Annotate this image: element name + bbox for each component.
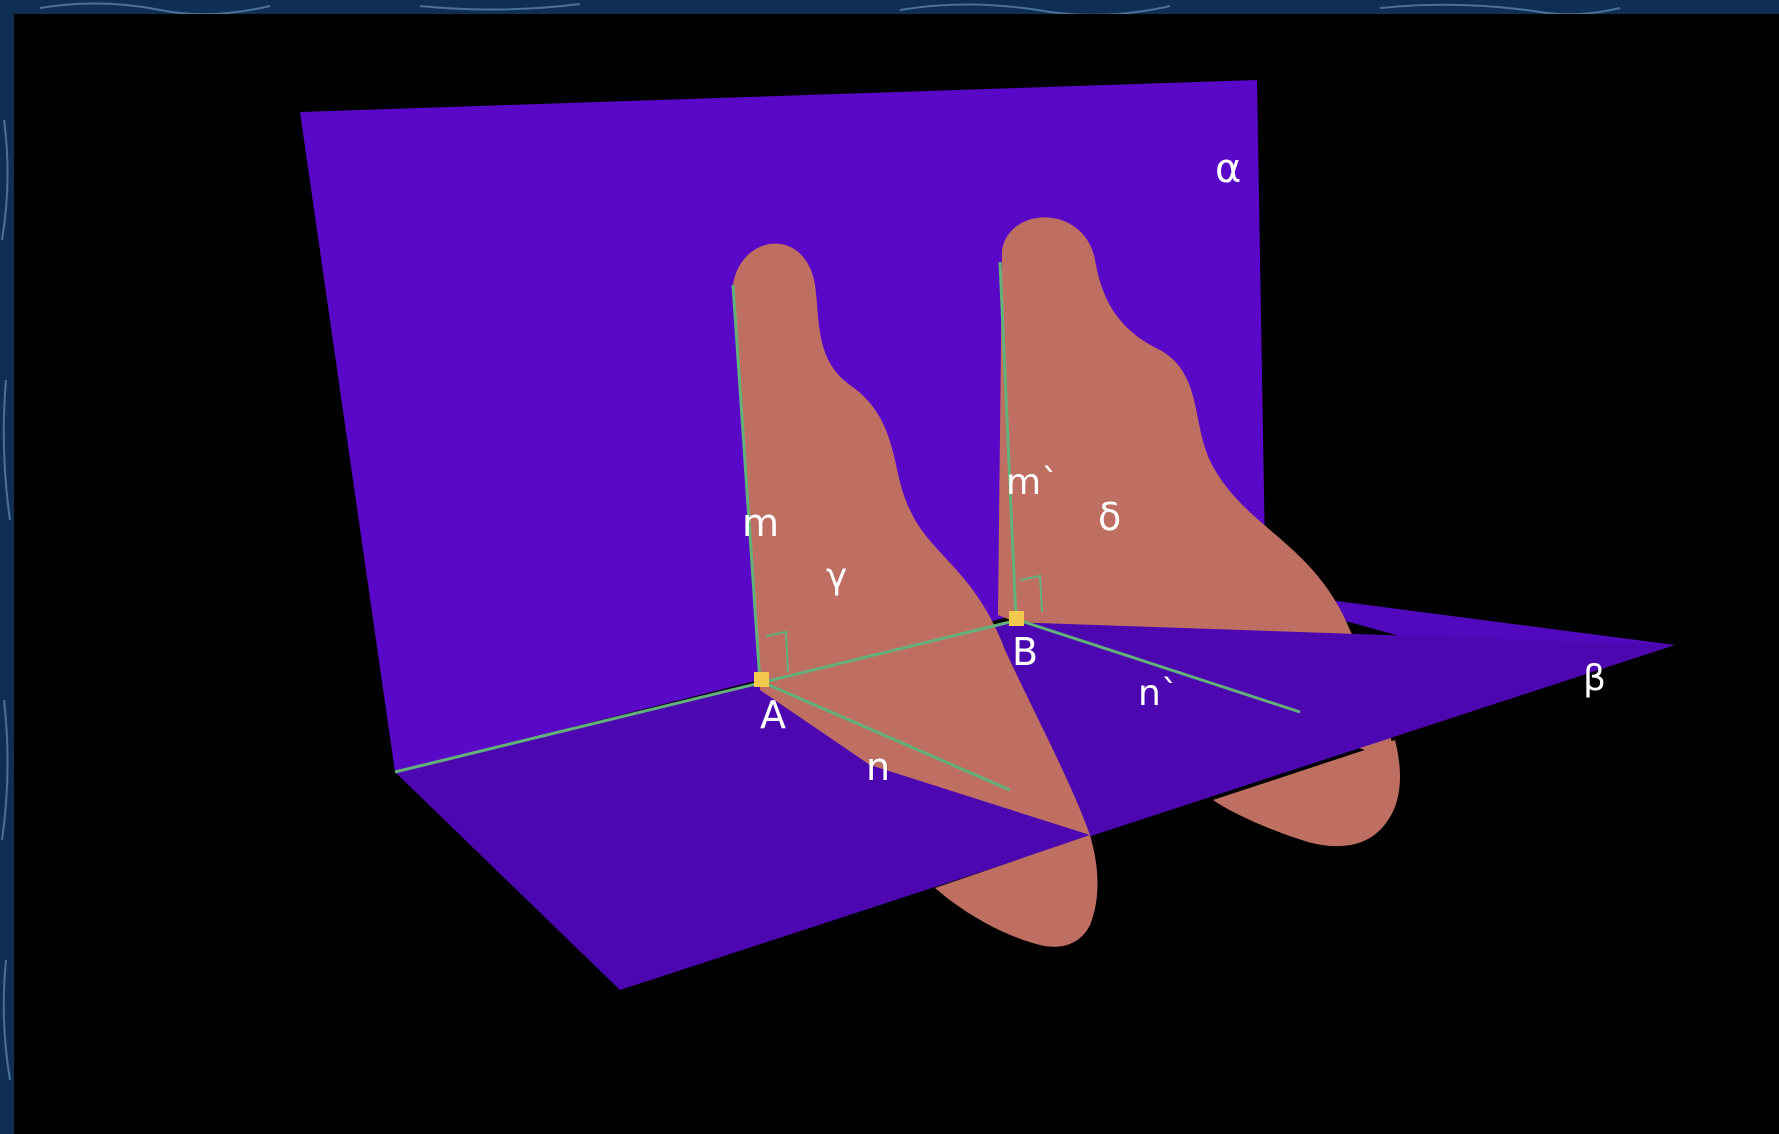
label-m-prime: m` xyxy=(1006,462,1059,503)
label-a: A xyxy=(760,693,786,737)
label-delta: δ xyxy=(1098,495,1121,539)
half-plane-delta xyxy=(998,217,1395,760)
label-gamma: γ xyxy=(826,556,847,597)
frame-pattern xyxy=(1,2,1621,1081)
label-n: n xyxy=(866,745,890,789)
half-plane-gamma xyxy=(733,243,1090,835)
half-plane-gamma-lower xyxy=(935,835,1098,947)
label-b: B xyxy=(1012,630,1038,674)
line-n-prime xyxy=(1017,618,1301,714)
point-a-marker xyxy=(754,672,769,687)
right-angle-mark-b xyxy=(1019,574,1043,613)
label-alpha: α xyxy=(1215,146,1241,192)
half-plane-delta-lower xyxy=(1213,740,1400,847)
label-beta: β xyxy=(1583,658,1606,699)
intersection-line xyxy=(394,620,1011,774)
right-angle-mark-a xyxy=(765,630,789,673)
line-m-prime xyxy=(998,261,1018,621)
label-m: m xyxy=(742,501,779,545)
line-n xyxy=(761,680,1011,792)
line-m xyxy=(731,284,762,683)
label-n-prime: n` xyxy=(1138,673,1179,714)
point-b-marker xyxy=(1009,611,1024,626)
